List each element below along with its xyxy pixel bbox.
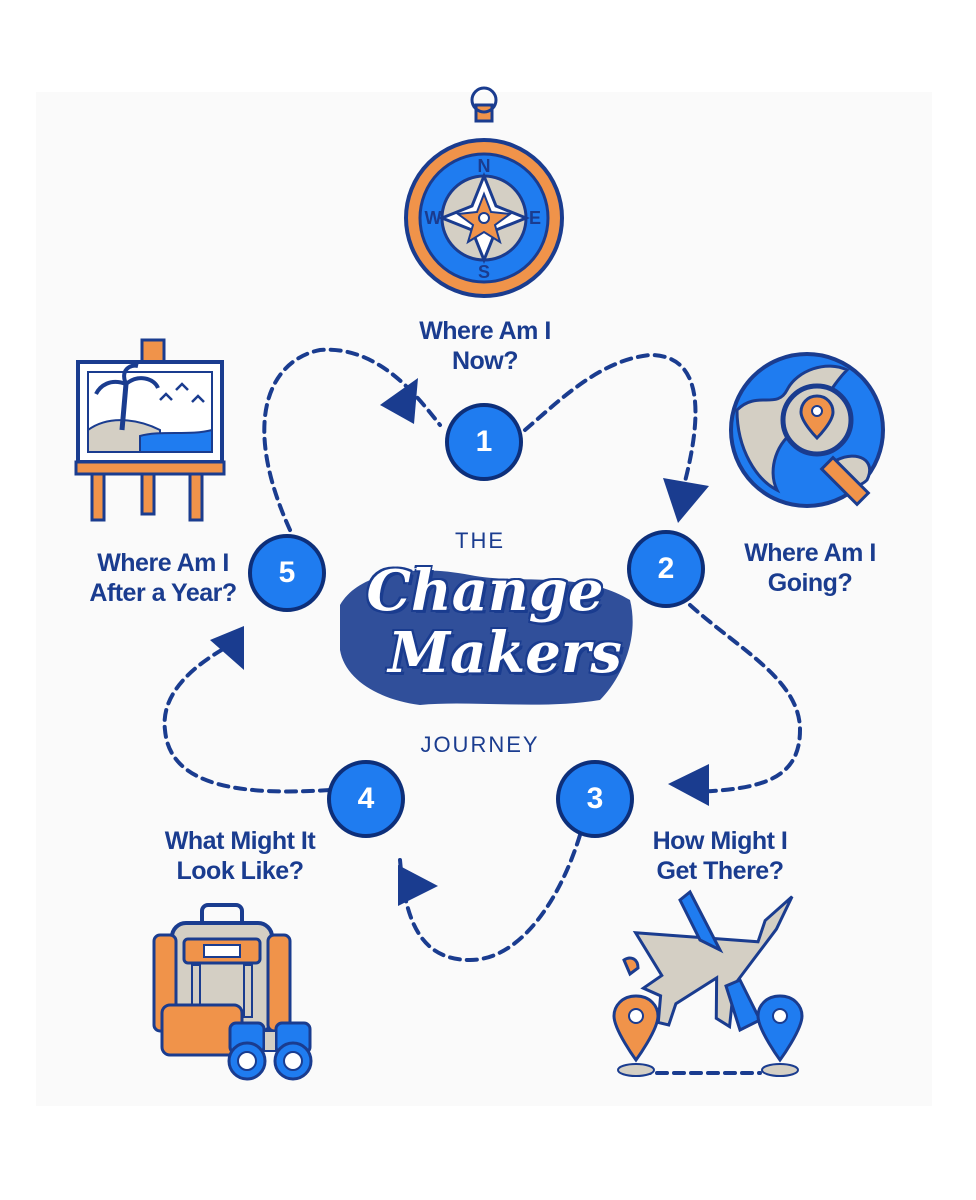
compass-n: N <box>478 156 491 176</box>
title-script-line2: Makers <box>388 620 622 686</box>
title-top: THE <box>455 528 505 553</box>
pin-end <box>756 994 804 1077</box>
path-1-to-2 <box>523 352 698 502</box>
step-3-badge: 3 <box>556 760 634 838</box>
binoculars <box>227 1021 313 1081</box>
arrow-to-4 <box>398 865 438 906</box>
title-script: Change Makers <box>330 560 640 684</box>
easel-painting-icon <box>74 338 226 522</box>
step-3-line1: How Might I <box>652 827 788 855</box>
step-4-line1: What Might It <box>164 827 316 855</box>
pin-start <box>612 994 660 1077</box>
step-5-badge: 5 <box>248 534 326 612</box>
path-5-to-1 <box>262 347 442 532</box>
airplane-route-icon <box>612 889 804 1077</box>
compass-w: W <box>425 208 442 228</box>
step-3-label: How Might I Get There? <box>620 826 820 886</box>
step-5-line1: Where Am I <box>97 549 229 577</box>
backpack-binoculars-icon <box>152 903 313 1081</box>
step-4-badge: 4 <box>327 760 405 838</box>
step-3-line2: Get There? <box>656 857 784 885</box>
step-4-label: What Might It Look Like? <box>135 826 345 886</box>
step-1-line2: Now? <box>451 347 519 375</box>
arrow-to-5 <box>210 626 244 670</box>
step-5-line2: After a Year? <box>89 579 237 607</box>
arrow-to-3 <box>668 764 709 806</box>
compass-s: S <box>478 262 490 282</box>
step-2-badge: 2 <box>627 530 705 608</box>
compass-e: E <box>529 208 541 228</box>
step-1-badge: 1 <box>445 403 523 481</box>
path-2-to-3 <box>688 603 803 794</box>
arrow-to-1 <box>380 378 418 424</box>
step-2-label: Where Am I Going? <box>720 538 900 598</box>
compass-icon: N E S W <box>404 86 564 298</box>
title-banner <box>340 570 633 705</box>
path-4-to-5 <box>162 638 332 794</box>
path-3-to-4 <box>398 833 582 963</box>
step-1-line1: Where Am I <box>419 317 551 345</box>
step-5-label: Where Am I After a Year? <box>68 548 258 608</box>
globe-search-icon <box>729 352 885 508</box>
step-1-label: Where Am I Now? <box>390 316 580 376</box>
title-bottom: JOURNEY <box>420 732 540 757</box>
title-script-line1: Change <box>366 558 604 624</box>
arrow-to-2 <box>663 478 709 523</box>
step-2-line2: Going? <box>767 569 853 597</box>
step-4-line2: Look Like? <box>176 857 304 885</box>
step-2-line1: Where Am I <box>744 539 876 567</box>
